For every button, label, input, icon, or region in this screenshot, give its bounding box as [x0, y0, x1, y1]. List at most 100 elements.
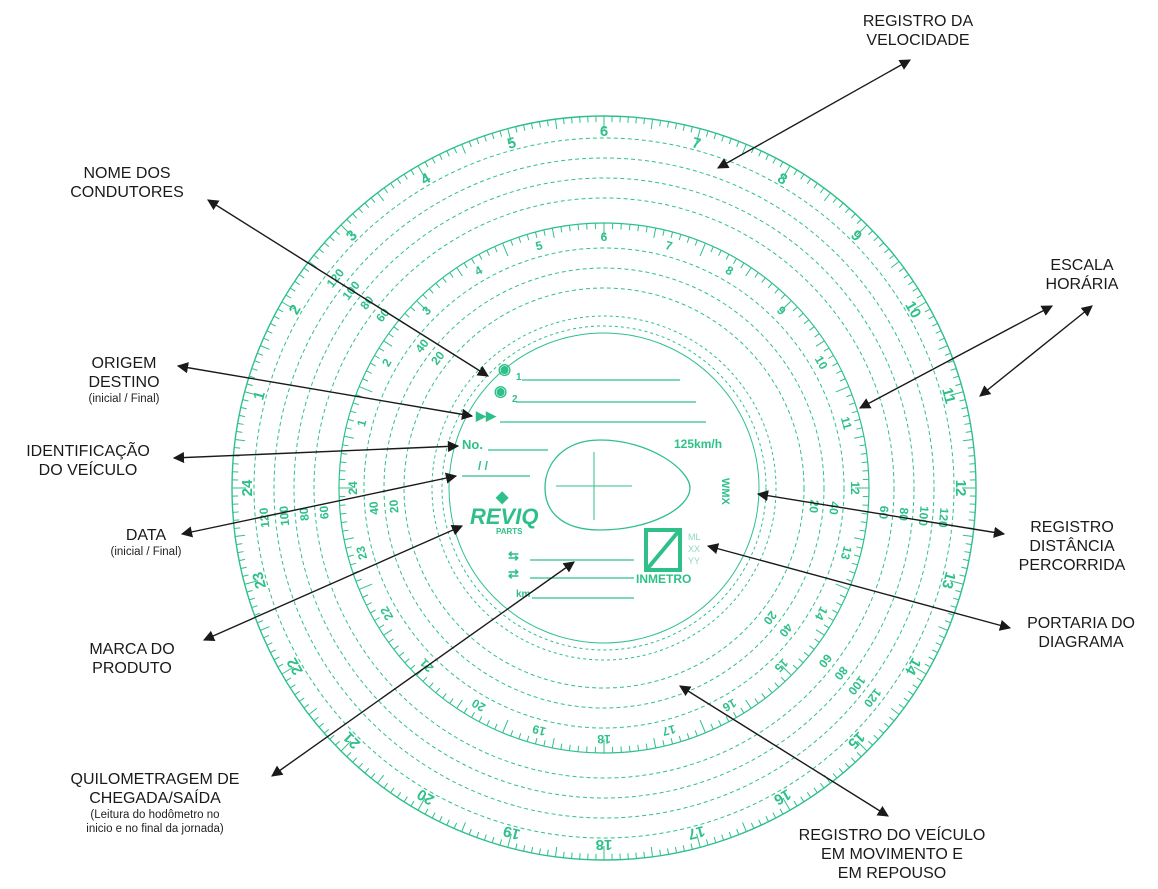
callout-escala-line1: ESCALA	[1050, 257, 1114, 274]
hour-tick	[461, 822, 466, 832]
inner-hour-tick	[699, 242, 706, 257]
callout-registro-movimento: REGISTRO DO VEÍCULO EM MOVIMENTO E EM RE…	[782, 826, 1002, 883]
hour-tick	[254, 360, 261, 364]
hour-tick	[507, 128, 512, 143]
hour-tick	[959, 399, 966, 402]
inner-hour-label-14: 14	[812, 604, 831, 623]
hour-tick	[889, 716, 895, 722]
brand-sub: PARTS	[496, 527, 523, 536]
hour-tick	[890, 261, 900, 269]
hour-tick	[313, 254, 319, 260]
mileage-departure-icon: ⇄	[508, 566, 519, 581]
hour-tick	[538, 848, 541, 855]
hour-tick	[938, 634, 945, 639]
hour-tick	[346, 218, 352, 224]
inner-hour-tick	[767, 687, 773, 694]
mileage-arrival-icon: ⇆	[508, 548, 519, 563]
inner-hour-tick	[398, 651, 405, 657]
inner-hour-tick	[670, 231, 674, 238]
hour-tick	[728, 138, 732, 145]
hour-tick	[270, 323, 276, 327]
hour-tick	[439, 154, 443, 160]
inner-hour-tick	[526, 234, 530, 241]
inner-hour-tick	[543, 229, 546, 236]
inner-hour-tick	[347, 554, 354, 558]
hour-tick	[838, 768, 844, 774]
inner-hour-label-11: 11	[838, 415, 855, 431]
hour-label-24: 24	[239, 479, 256, 496]
inner-hour-tick	[358, 386, 373, 393]
hour-tick	[832, 773, 838, 779]
hour-tick	[318, 248, 324, 254]
hour-tick	[912, 287, 919, 292]
hour-tick	[924, 663, 931, 668]
inner-hour-tick	[435, 687, 441, 694]
inner-hour-tick	[350, 562, 357, 566]
inner-hour-tick	[637, 744, 640, 751]
callout-quilometragem-sub2: inicio e no final da jornada)	[86, 823, 224, 835]
inner-hour-tick	[388, 638, 394, 643]
inner-hour-tick	[374, 355, 380, 359]
inner-hour-tick	[422, 676, 428, 682]
inner-hour-tick	[861, 461, 868, 464]
inner-hour-tick	[378, 624, 385, 629]
inner-hour-tick	[442, 277, 447, 283]
speed-label-100: 100	[277, 505, 293, 526]
inner-hour-tick	[781, 665, 792, 676]
hour-tick	[964, 551, 971, 554]
hour-tick	[750, 822, 755, 829]
inner-hour-tick	[798, 658, 804, 664]
inner-hour-tick	[803, 319, 810, 325]
hour-tick	[235, 438, 246, 442]
hour-tick	[424, 161, 429, 168]
inner-hour-tick	[343, 537, 354, 541]
inner-hour-tick	[686, 236, 690, 243]
hour-tick	[294, 280, 300, 286]
inner-hour-tick	[577, 224, 580, 231]
hour-tick	[294, 690, 300, 696]
inmetro-label: INMETRO	[636, 572, 691, 586]
callout-distancia-line2: DISTÂNCIA	[1029, 538, 1115, 555]
inner-hour-tick	[502, 242, 509, 257]
hour-tick	[889, 254, 895, 260]
speed-label-40: 40	[366, 501, 381, 516]
inner-hour-tick	[362, 378, 369, 382]
speed-label-100: 100	[845, 673, 869, 698]
hour-tick	[263, 337, 270, 342]
hour-tick	[962, 438, 973, 442]
inner-hour-tick	[393, 645, 399, 650]
hour-tick	[635, 117, 637, 124]
inner-hour-label-22: 22	[377, 604, 396, 623]
hour-tick	[713, 133, 717, 140]
hour-tick	[476, 831, 480, 838]
hour-tick	[878, 728, 885, 734]
inner-hour-tick	[678, 234, 682, 241]
hour-tick	[499, 130, 503, 137]
speed-label-40: 40	[776, 621, 795, 640]
hour-tick	[832, 197, 838, 203]
callout-identificacao-line1: IDENTIFICAÇÃO	[26, 443, 150, 460]
inner-hour-tick	[710, 723, 714, 730]
inner-hour-tick	[471, 258, 475, 264]
hour-tick	[924, 308, 931, 313]
hour-tick	[234, 527, 241, 529]
hour-tick	[554, 119, 558, 130]
hour-tick	[266, 642, 273, 646]
inner-hour-tick	[686, 733, 690, 740]
callout-portaria-diagrama: PORTARIA DO DIAGRAMA	[1006, 614, 1156, 652]
callout-registro-distancia: REGISTRO DISTÂNCIA PERCORRIDA	[1004, 518, 1140, 575]
wmx-label: WMX	[719, 478, 731, 506]
speed-label-20: 20	[806, 499, 821, 514]
hour-tick	[358, 207, 364, 214]
inner-hour-tick	[422, 294, 428, 300]
speed-label-60: 60	[876, 505, 891, 520]
inner-hour-tick	[861, 512, 868, 515]
inner-hour-tick	[463, 262, 468, 269]
hour-tick	[903, 274, 910, 279]
hour-tick	[955, 589, 962, 593]
inner-hour-tick	[780, 676, 786, 682]
inner-hour-tick	[510, 730, 514, 737]
inner-hour-tick	[366, 602, 372, 606]
inner-ring-c	[403, 287, 805, 689]
